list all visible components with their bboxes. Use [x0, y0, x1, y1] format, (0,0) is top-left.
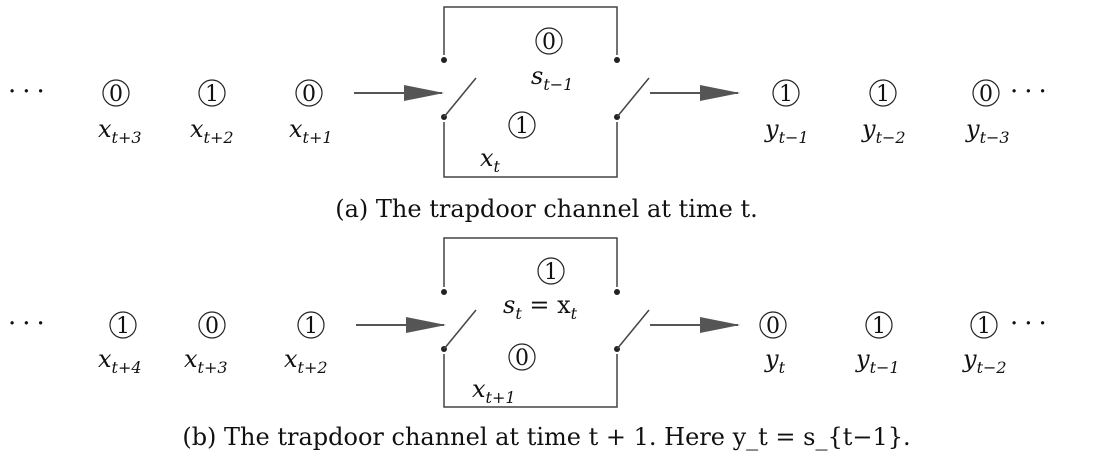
right-switch [616, 309, 650, 350]
symbol-value: 1 [116, 314, 130, 339]
symbol-value: 1 [872, 314, 886, 339]
output-2: 1 yt−2 [962, 311, 1007, 377]
symbol-label: xt+4 [98, 345, 142, 377]
output-0: 0 yt [759, 311, 787, 377]
symbol-circle [970, 311, 998, 339]
symbol-value: 1 [515, 114, 529, 139]
symbol-circle [535, 27, 563, 55]
output-0: 1 yt−1 [764, 79, 809, 147]
symbol-label: xt+3 [98, 115, 142, 147]
symbol-circle [295, 79, 323, 107]
symbol-circle [109, 311, 137, 339]
symbol-label: yt−2 [861, 115, 906, 147]
symbol-label: xt+1 [289, 115, 333, 147]
symbol-circle [869, 79, 897, 107]
symbol-label: xt+3 [184, 345, 228, 377]
symbol-value: 0 [109, 82, 123, 107]
output-1: 1 yt−1 [855, 311, 900, 377]
symbol-label: xt+1 [472, 375, 516, 407]
symbol-value: 1 [205, 82, 219, 107]
box-input: 0 xt+1 [472, 343, 536, 407]
symbol-value: 0 [542, 30, 556, 55]
symbol-circle [972, 79, 1000, 107]
symbol-label: xt [480, 144, 501, 176]
symbol-value: 1 [544, 260, 558, 285]
output-1: 1 yt−2 [861, 79, 906, 147]
symbol-label: st−1 [531, 62, 573, 94]
caption-b: (b) The trapdoor channel at time t + 1. … [182, 423, 911, 451]
box-bottom [443, 354, 618, 408]
symbol-label: yt−1 [855, 345, 900, 377]
input-1: 1 xt+2 [190, 79, 234, 147]
left-ellipsis: ··· [8, 77, 51, 107]
symbol-label: yt−2 [962, 345, 1007, 377]
left-ellipsis: ··· [8, 309, 51, 339]
input-0: 1 xt+4 [98, 311, 142, 377]
input-1: 0 xt+3 [184, 311, 228, 377]
symbol-value: 0 [302, 82, 316, 107]
input-2: 0 xt+1 [289, 79, 333, 147]
right-ellipsis: ··· [1010, 77, 1053, 107]
symbol-label: xt+2 [284, 345, 328, 377]
symbol-value: 0 [515, 346, 529, 371]
symbol-circle [759, 311, 787, 339]
symbol-circle [865, 311, 893, 339]
symbol-value: 0 [979, 82, 993, 107]
output-2: 0 yt−3 [965, 79, 1010, 147]
right-ellipsis: ··· [1010, 309, 1053, 339]
symbol-value: 0 [205, 314, 219, 339]
symbol-value: 1 [876, 82, 890, 107]
box-input: 1 xt [480, 111, 536, 176]
symbol-circle [198, 311, 226, 339]
symbol-circle [508, 343, 536, 371]
box-state: 0 st−1 [531, 27, 573, 94]
symbol-circle [102, 79, 130, 107]
symbol-value: 1 [977, 314, 991, 339]
symbol-circle [297, 311, 325, 339]
left-switch [443, 309, 477, 350]
input-0: 0 xt+3 [98, 79, 142, 147]
symbol-label: xt+2 [190, 115, 234, 147]
caption-a: (a) The trapdoor channel at time t. [335, 195, 758, 223]
symbol-circle [198, 79, 226, 107]
input-2: 1 xt+2 [284, 311, 328, 377]
left-contact-top [441, 57, 447, 63]
right-switch [616, 77, 650, 118]
right-contact-top [614, 57, 620, 63]
symbol-circle [537, 257, 565, 285]
symbol-circle [772, 79, 800, 107]
symbol-value: 0 [766, 314, 780, 339]
left-switch [443, 77, 477, 118]
symbol-label: yt [764, 345, 786, 377]
box-top [443, 237, 618, 287]
right-contact-top [614, 289, 620, 295]
box-top [443, 6, 618, 55]
box-state: 1 st = xt [503, 257, 578, 323]
symbol-label: st = xt [503, 291, 578, 323]
symbol-value: 1 [304, 314, 318, 339]
left-contact-top [441, 289, 447, 295]
symbol-label: yt−3 [965, 115, 1010, 147]
symbol-value: 1 [779, 82, 793, 107]
symbol-label: yt−1 [764, 115, 809, 147]
panel-b: ··· 1 xt+4 0 xt+3 1 xt+2 1 st = xt [8, 237, 1053, 408]
symbol-circle [508, 111, 536, 139]
box-bottom [443, 122, 618, 178]
panel-a: ··· 0 xt+3 1 xt+2 0 xt+1 0 [8, 6, 1053, 178]
